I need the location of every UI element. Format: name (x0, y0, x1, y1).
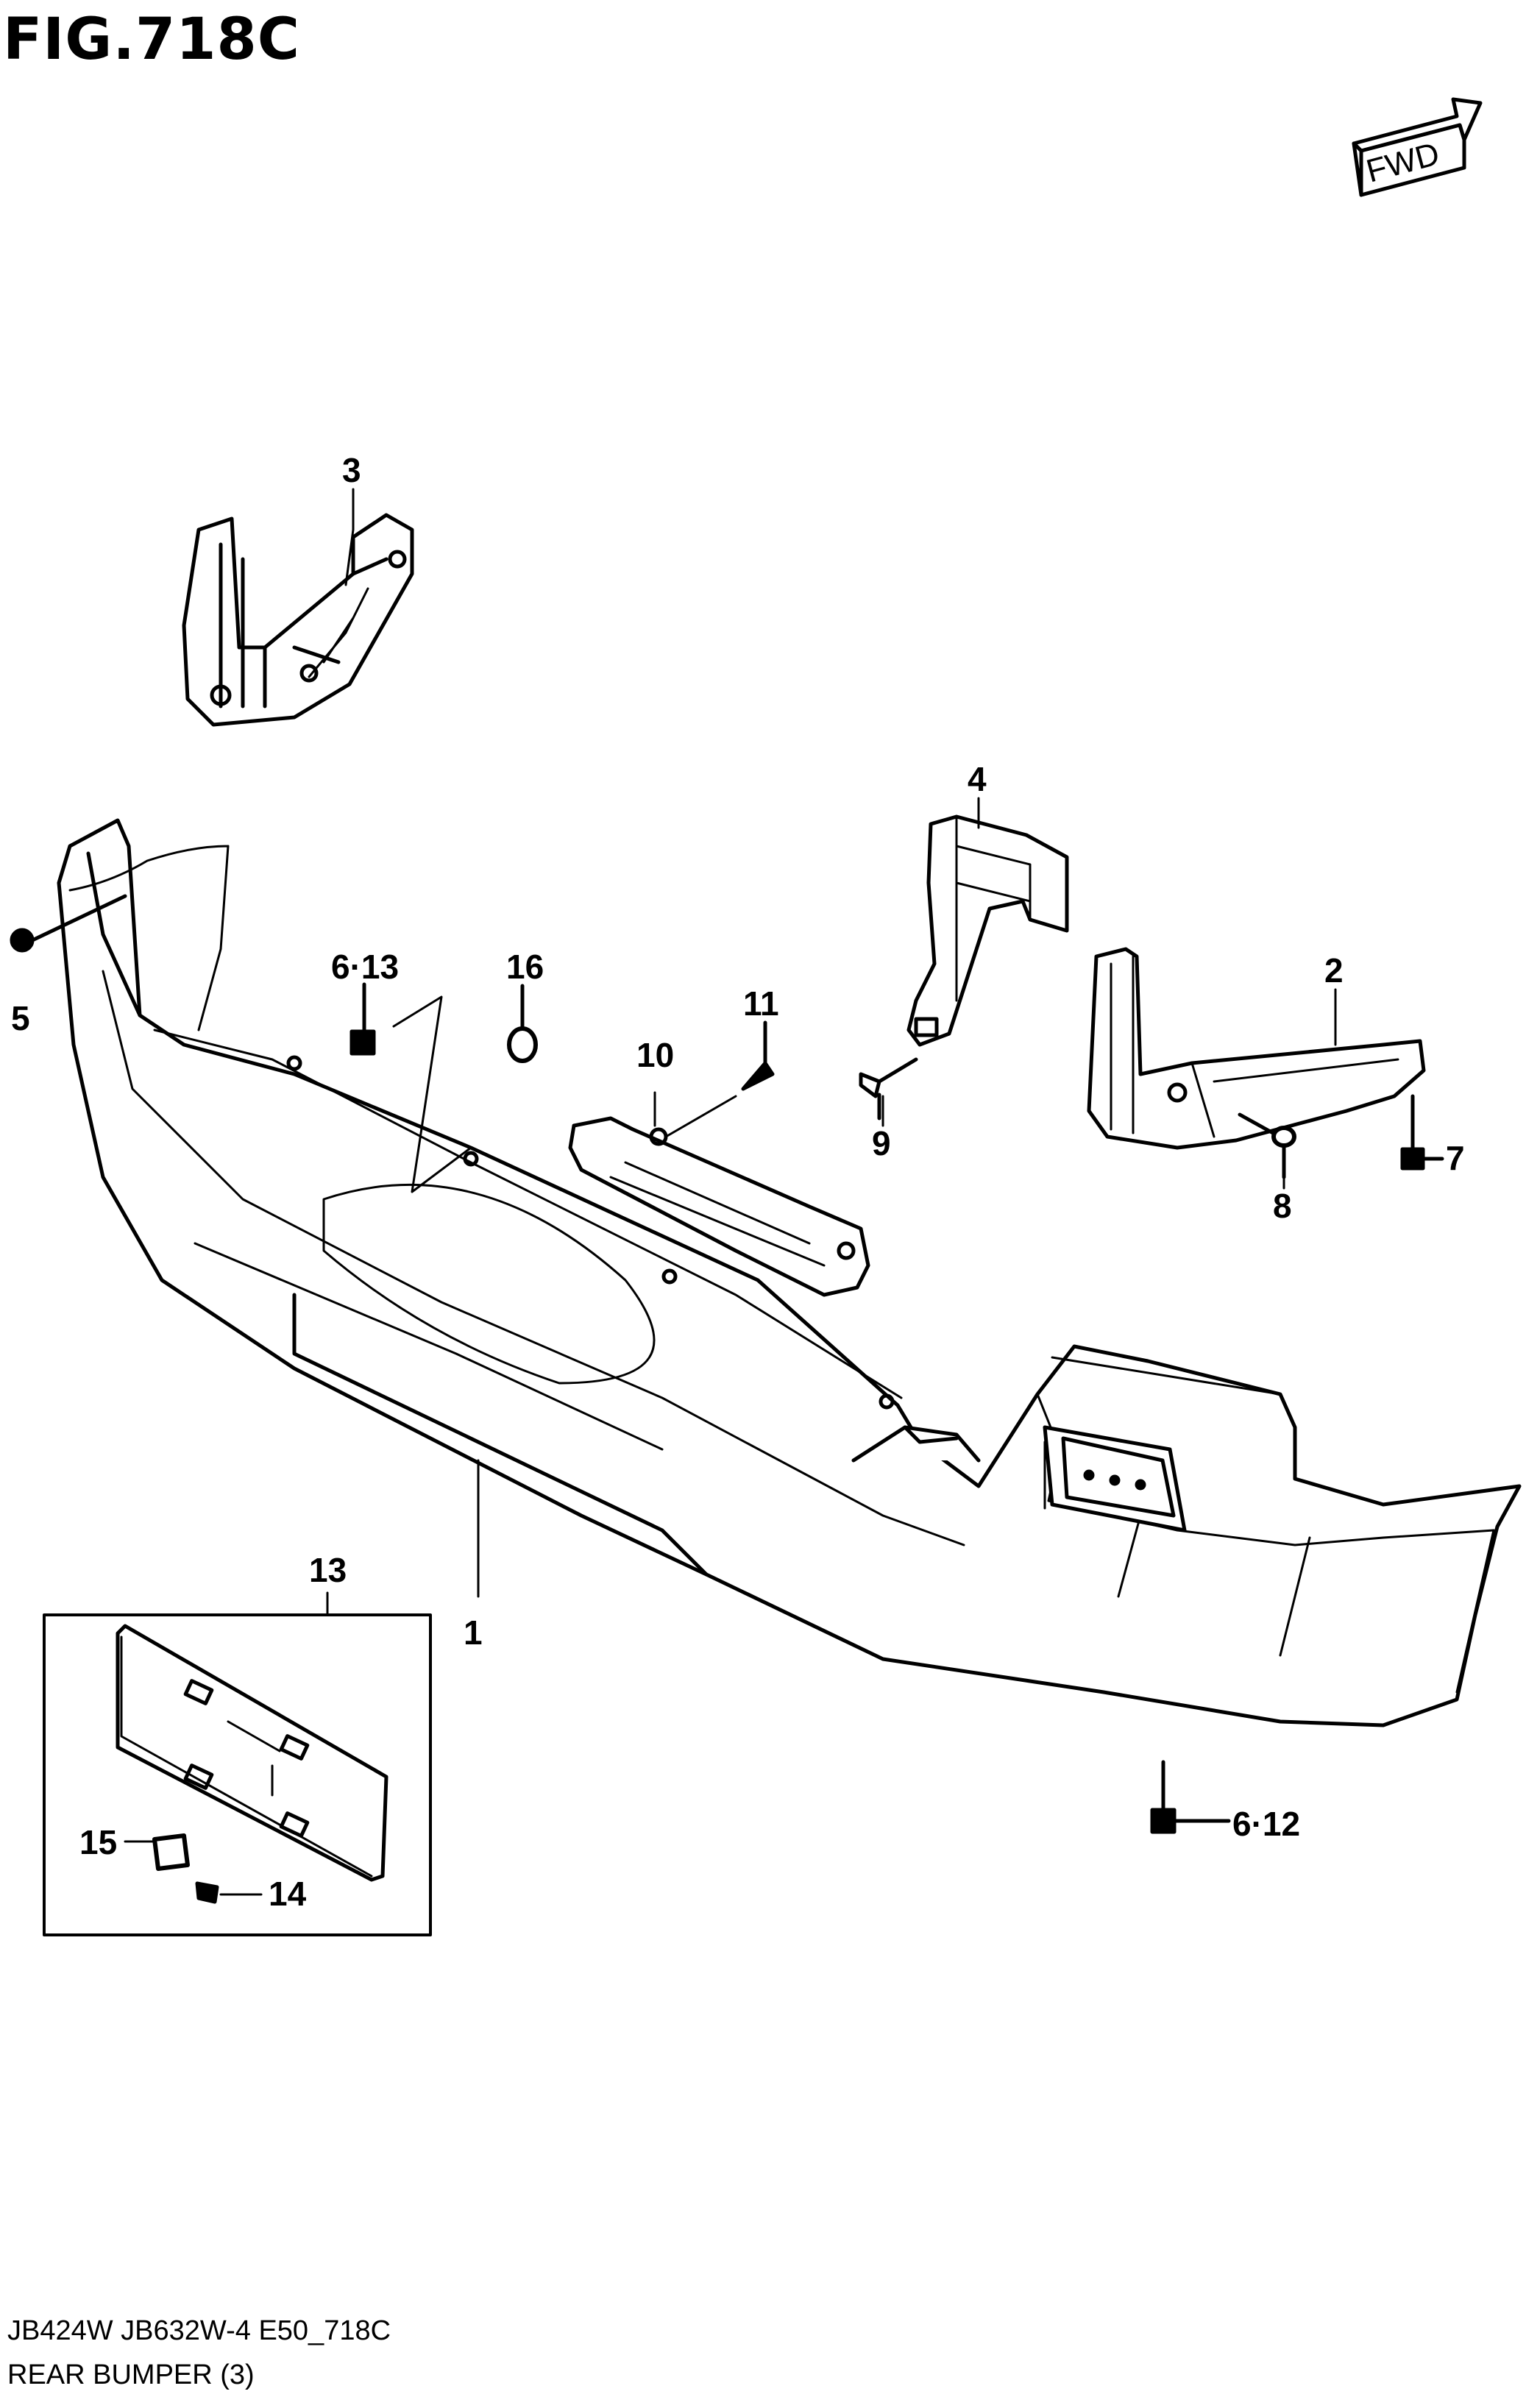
footer-model-line: JB424W JB632W-4 E50_718C (7, 2315, 391, 2346)
part-6-13-bolt-icon (349, 982, 376, 1056)
callout-6-12: 6·12 (1232, 1805, 1300, 1843)
part-2-bracket (1087, 947, 1426, 1150)
figure-title: FIG.718C (3, 7, 300, 73)
callout-1: 1 (464, 1613, 483, 1652)
part-11-screw-icon (664, 1020, 775, 1138)
inset-box-13 (43, 1613, 432, 1936)
part-8-nut-icon (1238, 1112, 1296, 1179)
leader-lines (326, 488, 1337, 1616)
part-16-nut-icon (507, 984, 538, 1063)
part-15-clip-icon (124, 1833, 190, 1871)
callout-14: 14 (269, 1875, 307, 1913)
part-10-reinforcement (568, 1116, 870, 1297)
part-14-screw-icon (195, 1881, 263, 1904)
callout-11: 11 (743, 984, 779, 1023)
footer-section-name: REAR BUMPER (3) (7, 2359, 255, 2390)
part-5-bolt-icon (10, 894, 127, 953)
callout-7: 7 (1446, 1139, 1465, 1177)
fwd-arrow-icon: FWD (1352, 97, 1483, 197)
callout-13: 13 (309, 1551, 347, 1589)
callout-6-13: 6·13 (331, 948, 399, 986)
part-9-clip-icon (859, 1057, 918, 1120)
rear-bumper-body (57, 818, 1522, 1727)
callout-9: 9 (872, 1124, 891, 1162)
callout-16: 16 (506, 948, 544, 986)
part-4-bracket (906, 814, 1069, 1047)
callout-2: 2 (1324, 951, 1344, 990)
callout-4: 4 (968, 760, 987, 798)
part-6-12-bolt-icon (1150, 1760, 1231, 1834)
callout-8: 8 (1273, 1187, 1292, 1225)
callout-15: 15 (79, 1823, 117, 1861)
callout-3: 3 (342, 451, 361, 489)
part-7-bolt-icon (1400, 1094, 1444, 1171)
callout-5: 5 (11, 999, 30, 1037)
callout-10: 10 (636, 1036, 674, 1074)
part-3-bracket (182, 513, 414, 727)
